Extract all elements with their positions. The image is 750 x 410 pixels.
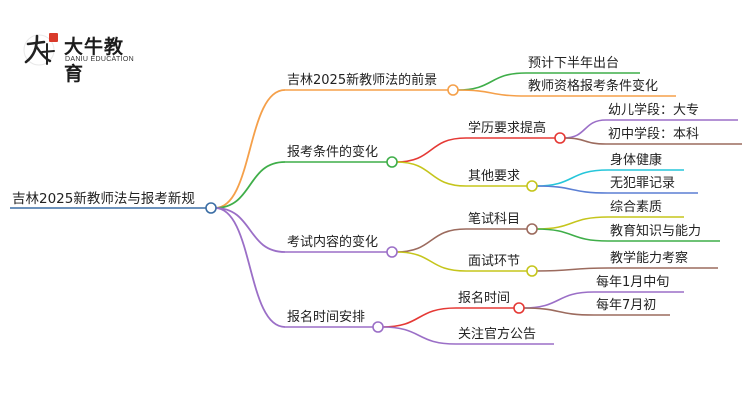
sub-connector-2-1: [395, 251, 467, 272]
leaf-connector-2-0-1: [535, 228, 609, 242]
root-node-toggle[interactable]: [205, 202, 217, 214]
sub-node-toggle-2-0[interactable]: [526, 223, 538, 235]
leaf-label-2-0-1: 教育知识与能力: [610, 224, 702, 239]
sub-node-toggle-2-1[interactable]: [526, 265, 538, 277]
leaf-connector-1-1-0: [535, 169, 609, 187]
leaf-label-1-0-1: 初中学段：本科: [608, 127, 700, 142]
logo-chinese-text: 大牛教育: [64, 36, 125, 85]
root-label: 吉林2025新教师法与报考新规: [12, 191, 195, 207]
leaf-connector-3-0-0: [522, 291, 595, 309]
leaf-connector-1-0-1: [563, 137, 607, 145]
leaf-label-3-0-1: 每年7月初: [596, 298, 657, 313]
branch-connector-1: [214, 161, 286, 209]
branch-node-toggle-3[interactable]: [372, 321, 384, 333]
sub-connector-3-0: [381, 307, 457, 328]
sub-label-3-1: 关注官方公告: [458, 327, 537, 342]
sub-label-3-0: 报名时间: [458, 291, 511, 306]
sub-label-2-1: 面试环节: [468, 254, 521, 269]
sub-label-0-0: 预计下半年出台: [528, 56, 620, 71]
branch-label-2: 考试内容的变化: [287, 235, 379, 250]
leaf-connector-2-0-0: [535, 216, 609, 230]
sub-node-toggle-1-1[interactable]: [526, 180, 538, 192]
branch-node-toggle-1[interactable]: [386, 156, 398, 168]
sub-label-0-1: 教师资格报考条件变化: [528, 79, 659, 94]
sub-connector-2-0: [395, 228, 467, 253]
leaf-label-1-1-1: 无犯罪记录: [610, 176, 676, 191]
sub-node-toggle-3-0[interactable]: [513, 302, 525, 314]
branch-node-toggle-0[interactable]: [447, 84, 459, 96]
sub-label-1-0: 学历要求提高: [468, 121, 547, 136]
sub-connector-1-1: [395, 161, 467, 187]
branch-connector-3: [214, 207, 286, 328]
leaf-connector-1-0-0: [563, 119, 607, 139]
branch-connector-0: [214, 89, 286, 209]
branch-label-1: 报考条件的变化: [287, 145, 379, 160]
brand-logo: 大牛教育 DANIU EDUCATION: [22, 28, 142, 85]
leaf-label-1-0-0: 幼儿学段：大专: [608, 103, 700, 118]
leaf-label-1-1-0: 身体健康: [610, 153, 663, 168]
leaf-label-2-1-0: 教学能力考察: [610, 251, 689, 266]
branch-connector-2: [214, 207, 286, 253]
sub-connector-3-1: [381, 326, 457, 345]
sub-connector-0-1: [456, 89, 527, 97]
branch-label-3: 报名时间安排: [287, 310, 366, 325]
leaf-connector-1-1-1: [535, 185, 609, 194]
sub-label-1-1: 其他要求: [468, 169, 521, 184]
sub-node-toggle-1-0[interactable]: [554, 132, 566, 144]
leaf-label-2-0-0: 综合素质: [610, 200, 663, 215]
leaf-connector-2-1-0: [535, 267, 609, 272]
branch-node-toggle-2[interactable]: [386, 246, 398, 258]
leaf-label-3-0-0: 每年1月中旬: [596, 275, 670, 290]
logo-english-text: DANIU EDUCATION: [65, 56, 134, 63]
sub-connector-0-0: [456, 72, 527, 91]
branch-label-0: 吉林2025新教师法的前景: [287, 73, 438, 88]
daniu-logo-icon: [23, 33, 58, 66]
sub-connector-1-0: [395, 137, 467, 163]
sub-label-2-0: 笔试科目: [468, 212, 521, 227]
leaf-connector-3-0-1: [522, 307, 595, 316]
